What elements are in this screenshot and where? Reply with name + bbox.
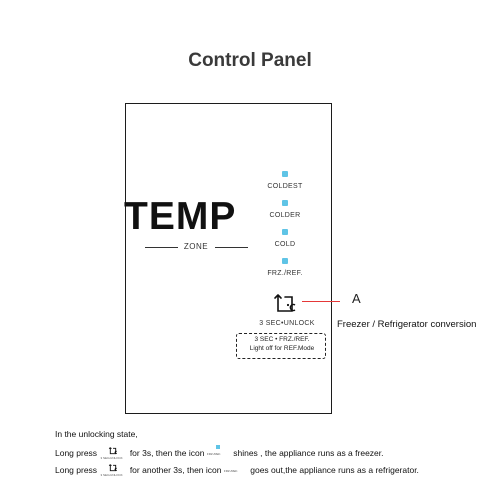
zone-divider-right (215, 247, 248, 248)
indicator-frz-ref-label: FRZ./REF. (267, 270, 303, 277)
mode-info-line2: Light off for REF.Mode (249, 345, 315, 352)
mini-indicator-icon: FRZ./REF. (206, 445, 231, 459)
instruction-line-3: Long press 3 SEC•UNLOCK for another 3s, … (55, 463, 419, 479)
mini-indicator-caption: FRZ./REF. (206, 452, 221, 456)
mini-lock-icon-2: 3 SEC•UNLOCK (100, 463, 126, 479)
mini-indicator-light (215, 445, 220, 449)
indicator-cold-light (282, 229, 288, 235)
indicator-coldest-label: COLDEST (267, 183, 303, 190)
unlock-label: 3 SEC•UNLOCK (259, 320, 315, 327)
temp-label: TEMP (124, 195, 237, 238)
callout-letter: A (352, 291, 361, 306)
instruction-line-3-suffix: goes out,the appliance runs as a refrige… (250, 465, 419, 475)
mini-lock-icon: 3 SEC•UNLOCK (100, 446, 126, 462)
instruction-line-1: In the unlocking state, (55, 429, 138, 439)
mini-lock-caption: 3 SEC•UNLOCK (100, 456, 123, 460)
indicator-frz-ref-light (282, 258, 288, 264)
control-panel (125, 103, 332, 414)
instruction-line-2: Long press 3 SEC•UNLOCK for 3s, then the… (55, 445, 384, 462)
instruction-line-3-mid: for another 3s, then icon (129, 465, 222, 475)
page-title: Control Panel (188, 50, 312, 71)
indicator-colder-label: COLDER (269, 212, 301, 219)
mini-indicator-caption-2: FRZ./REF. (223, 469, 238, 473)
instruction-line-2-mid: for 3s, then the icon (129, 448, 205, 458)
mode-info-box (236, 333, 326, 359)
indicator-colder-light (282, 200, 288, 206)
instruction-line-3-prefix: Long press (55, 465, 98, 475)
instruction-line-2-prefix: Long press (55, 448, 98, 458)
mini-indicator-icon-2: FRZ./REF. (224, 464, 248, 476)
mini-lock-caption-2: 3 SEC•UNLOCK (100, 473, 123, 477)
zone-divider-left (145, 247, 178, 248)
zone-label: ZONE (183, 242, 209, 251)
instruction-line-2-suffix: shines , the appliance runs as a freezer… (233, 448, 384, 458)
lock-thermometer-icon[interactable] (272, 291, 298, 317)
indicator-cold-label: COLD (274, 241, 296, 248)
callout-pointer-line (302, 301, 340, 302)
indicator-coldest-light (282, 171, 288, 177)
mode-info-line1: 3 SEC • FRZ./REF. (254, 336, 310, 343)
callout-caption: Freezer / Refrigerator conversion (337, 319, 477, 330)
